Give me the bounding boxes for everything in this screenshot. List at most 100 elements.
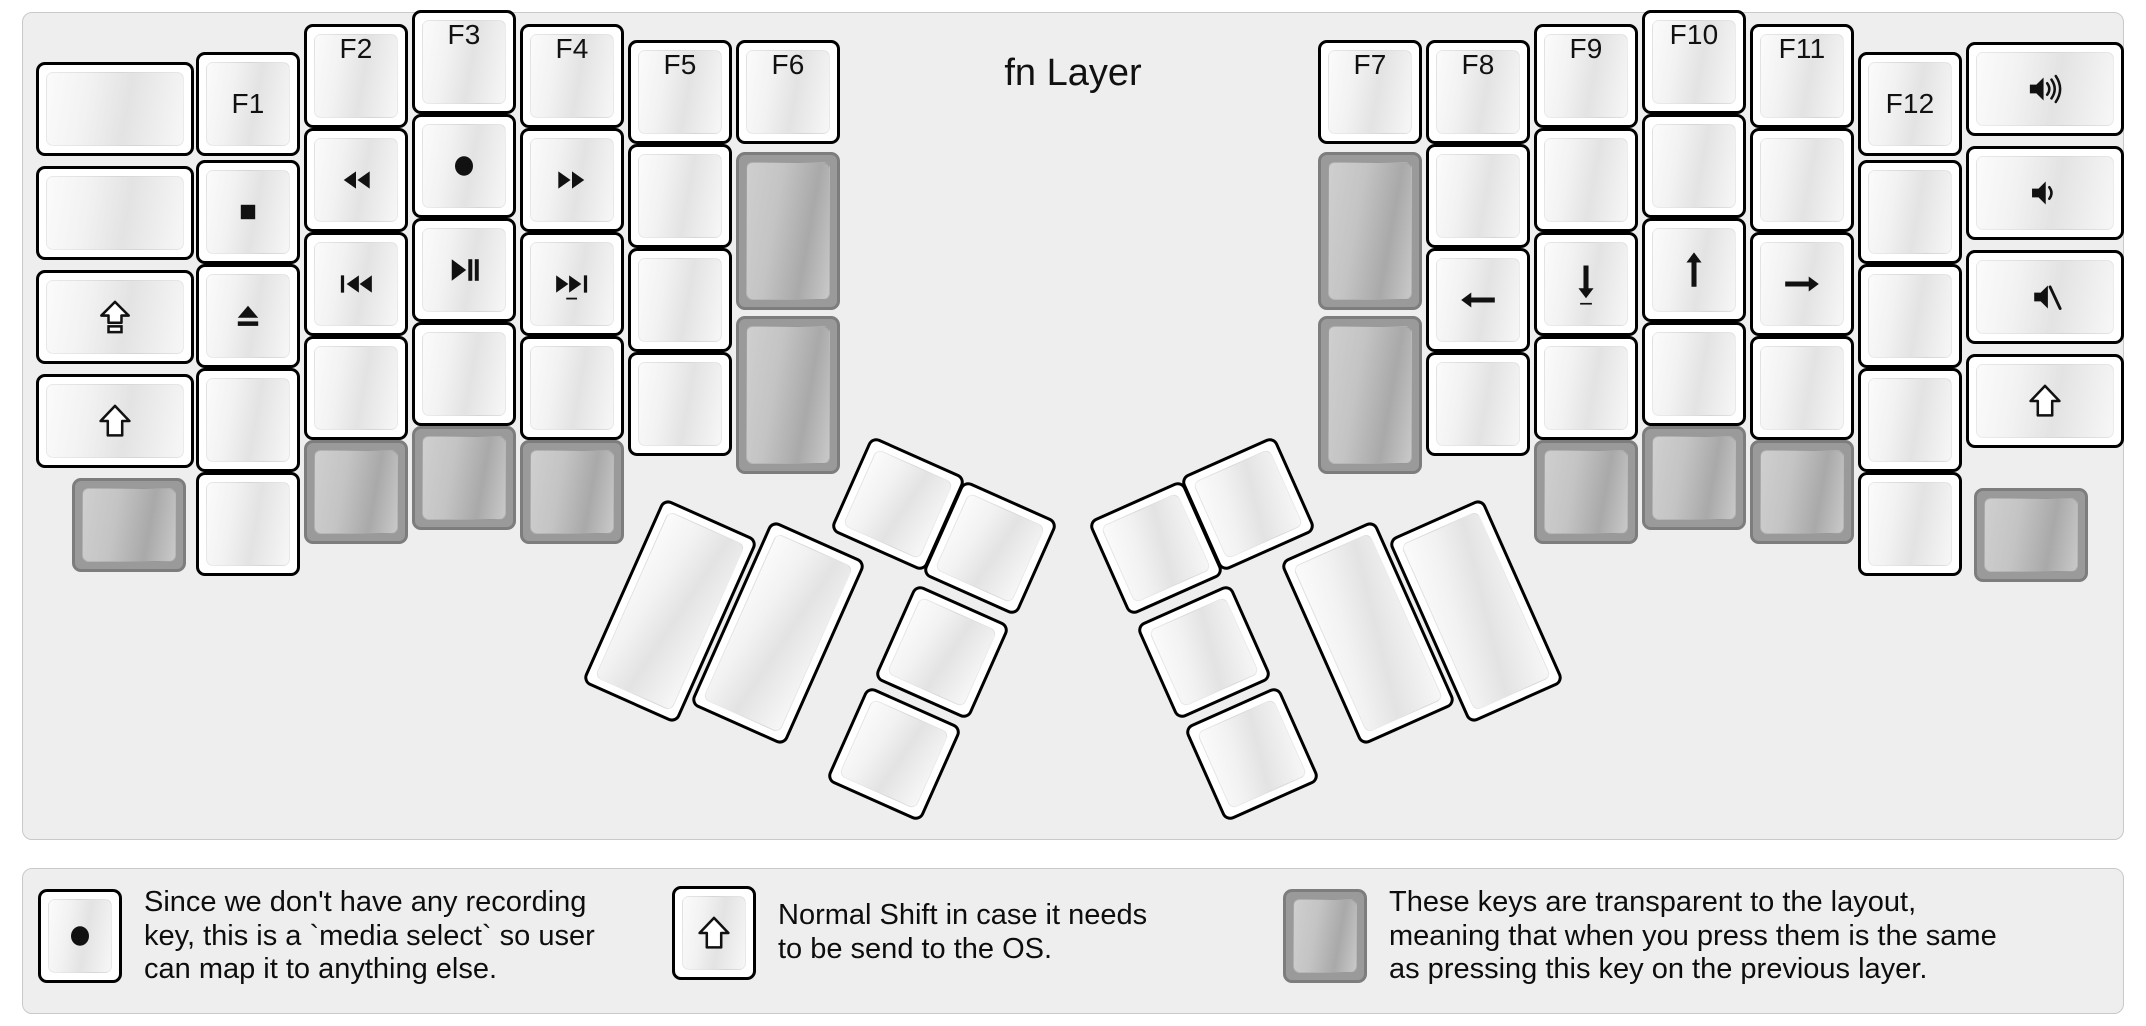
key-left-c5-f4[interactable]: F4	[520, 24, 624, 128]
keycap-surface	[1436, 362, 1520, 446]
key-left-c1-r2[interactable]	[36, 166, 194, 260]
keycap-surface	[1868, 378, 1952, 462]
key-left-c3-prev[interactable]	[304, 232, 408, 336]
key-left-c6-r4[interactable]	[628, 352, 732, 456]
keycap-surface	[206, 170, 290, 254]
key-left-c5-r5[interactable]	[520, 440, 624, 544]
key-left-c5-ffwd[interactable]	[520, 128, 624, 232]
key-right-c2-r4[interactable]	[1426, 352, 1530, 456]
key-right-c5-f11[interactable]: F11	[1750, 24, 1854, 128]
legend-text: Normal Shift in case it needs to be send…	[778, 899, 1148, 965]
key-left-c1-caps[interactable]	[36, 270, 194, 364]
key-left-c3-r4[interactable]	[304, 336, 408, 440]
keycap-surface	[1328, 50, 1412, 134]
key-right-c7-trans[interactable]	[1974, 488, 2088, 582]
keycap-surface	[530, 34, 614, 118]
key-left-c5-next[interactable]	[520, 232, 624, 336]
keycap-surface	[934, 492, 1046, 604]
keycap-surface	[530, 450, 614, 534]
key-right-c1-f7[interactable]: F7	[1318, 40, 1422, 144]
legend-key-record	[38, 889, 122, 984]
key-left-c7-f6[interactable]: F6	[736, 40, 840, 144]
keycap-surface	[746, 50, 830, 134]
key-right-c3-f9[interactable]: F9	[1534, 24, 1638, 128]
keycap-surface	[1293, 899, 1357, 974]
keycap-surface	[1148, 596, 1260, 708]
key-right-c2-f8[interactable]: F8	[1426, 40, 1530, 144]
key-left-c2-stop[interactable]	[196, 160, 300, 264]
keycap-surface	[314, 242, 398, 326]
key-left-c2-r5[interactable]	[196, 472, 300, 576]
key-left-c4-play[interactable]	[412, 218, 516, 322]
key-right-c2-r2[interactable]	[1426, 144, 1530, 248]
key-left-c2-f1[interactable]: F1	[196, 52, 300, 156]
keycap-surface	[886, 596, 998, 708]
key-left-c4-f3[interactable]: F3	[412, 10, 516, 114]
key-right-c1-t2[interactable]	[1318, 316, 1422, 474]
key-left-c4-r5[interactable]	[412, 426, 516, 530]
key-left-c5-r4[interactable]	[520, 336, 624, 440]
key-right-c4-f10[interactable]: F10	[1642, 10, 1746, 114]
key-right-c6-r4[interactable]	[1858, 368, 1962, 472]
key-left-c3-rew[interactable]	[304, 128, 408, 232]
keycap-surface	[1984, 498, 2078, 572]
key-right-c7-mute[interactable]	[1966, 250, 2124, 344]
key-left-c1-shift[interactable]	[36, 374, 194, 468]
key-right-c6-r3[interactable]	[1858, 264, 1962, 368]
key-left-c6-r3[interactable]	[628, 248, 732, 352]
key-right-c3-r4[interactable]	[1534, 336, 1638, 440]
key-right-c7-voldown[interactable]	[1966, 146, 2124, 240]
key-left-c3-r5[interactable]	[304, 440, 408, 544]
keycap-surface	[1196, 698, 1308, 810]
keycap-surface	[1868, 482, 1952, 566]
key-left-c2-r4[interactable]	[196, 368, 300, 472]
key-right-c3-down[interactable]	[1534, 232, 1638, 336]
key-right-c4-r4[interactable]	[1642, 322, 1746, 426]
key-right-c1-t1[interactable]	[1318, 152, 1422, 310]
key-right-c5-right[interactable]	[1750, 232, 1854, 336]
key-left-c4-rec[interactable]	[412, 114, 516, 218]
key-right-c3-r2[interactable]	[1534, 128, 1638, 232]
key-right-c4-r5[interactable]	[1642, 426, 1746, 530]
keycap-surface	[1100, 492, 1212, 604]
keycap-surface	[314, 138, 398, 222]
keycap-surface	[314, 450, 398, 534]
key-left-c2-eject[interactable]	[196, 264, 300, 368]
key-left-c3-f2[interactable]: F2	[304, 24, 408, 128]
keycap-surface	[1652, 124, 1736, 208]
key-left-c7-t2[interactable]	[736, 316, 840, 474]
keycap-surface	[206, 378, 290, 462]
key-right-c3-r5[interactable]	[1534, 440, 1638, 544]
keycap-surface	[1328, 162, 1412, 300]
key-left-c6-r2[interactable]	[628, 144, 732, 248]
key-right-c6-f12[interactable]: F12	[1858, 52, 1962, 156]
key-right-c5-r2[interactable]	[1750, 128, 1854, 232]
legend-item: Normal Shift in case it needs to be send…	[672, 886, 1147, 980]
key-left-c4-r4[interactable]	[412, 322, 516, 426]
key-left-c7-t1[interactable]	[736, 152, 840, 310]
key-right-c2-left[interactable]	[1426, 248, 1530, 352]
keycap-surface	[638, 154, 722, 238]
key-right-c6-r2[interactable]	[1858, 160, 1962, 264]
keycap-surface	[1544, 346, 1628, 430]
keycap-surface	[314, 34, 398, 118]
keycap-surface	[838, 698, 950, 810]
key-left-c1-r1[interactable]	[36, 62, 194, 156]
shift-icon	[696, 915, 732, 951]
keycap-surface	[46, 384, 184, 458]
key-right-c4-r2[interactable]	[1642, 114, 1746, 218]
key-right-c7-volup[interactable]	[1966, 42, 2124, 136]
record-icon	[62, 918, 98, 954]
key-right-c4-up[interactable]	[1642, 218, 1746, 322]
key-left-c1-r5[interactable]	[72, 478, 186, 572]
keycap-surface	[1760, 346, 1844, 430]
key-left-c6-f5[interactable]: F5	[628, 40, 732, 144]
key-right-c7-shift[interactable]	[1966, 354, 2124, 448]
keycap-surface	[746, 326, 830, 464]
key-right-c6-r5[interactable]	[1858, 472, 1962, 576]
key-right-c5-r4[interactable]	[1750, 336, 1854, 440]
key-right-c5-r5[interactable]	[1750, 440, 1854, 544]
keycap-surface	[1760, 450, 1844, 534]
keycap-surface	[1328, 326, 1412, 464]
